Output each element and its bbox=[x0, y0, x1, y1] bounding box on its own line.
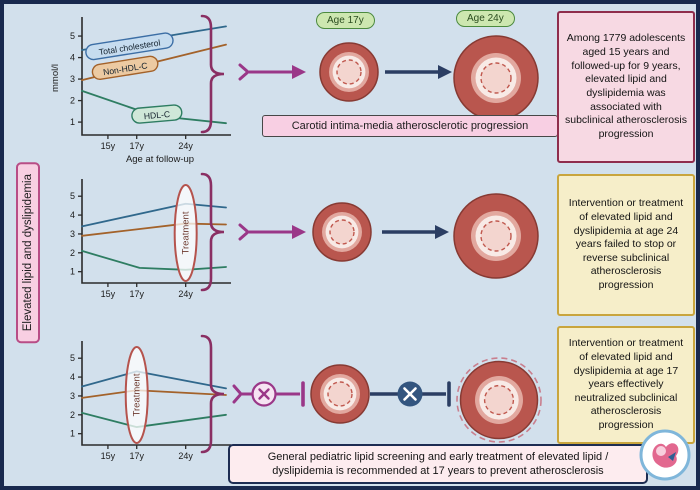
svg-text:2: 2 bbox=[70, 96, 75, 106]
svg-text:17y: 17y bbox=[129, 451, 144, 461]
conclusion-box: General pediatric lipid screening and ea… bbox=[228, 444, 648, 484]
artery-age17-row1 bbox=[319, 42, 379, 102]
svg-text:2: 2 bbox=[70, 410, 75, 420]
svg-text:4: 4 bbox=[70, 210, 75, 220]
artery-age24-row3-neutralized bbox=[456, 357, 542, 443]
svg-text:1: 1 bbox=[70, 429, 75, 439]
artery-age17-row2 bbox=[312, 202, 372, 262]
series-line bbox=[81, 250, 227, 271]
artery-age24-row1 bbox=[453, 35, 539, 121]
journal-logo bbox=[639, 429, 691, 481]
navy-arrow-row2 bbox=[382, 225, 449, 239]
artery-age17-row3 bbox=[310, 364, 370, 424]
chart-treatment-at-17: 1 2 3 4 5 15y 17y 24y Treatment bbox=[70, 341, 231, 461]
series-label-capsule: Non-HDL-C bbox=[91, 55, 159, 81]
brace-glyph bbox=[200, 14, 225, 134]
svg-text:4: 4 bbox=[70, 53, 75, 63]
svg-text:5: 5 bbox=[70, 31, 75, 41]
svg-text:5: 5 bbox=[70, 191, 75, 201]
svg-text:Age at follow-up: Age at follow-up bbox=[126, 154, 194, 165]
navy-blocked-arrow-row3 bbox=[370, 381, 451, 407]
svg-text:15y: 15y bbox=[101, 141, 116, 151]
svg-text:3: 3 bbox=[70, 74, 75, 84]
navy-arrow-row1 bbox=[385, 65, 452, 79]
curly-brace-row3 bbox=[200, 334, 225, 454]
svg-text:3: 3 bbox=[70, 391, 75, 401]
svg-text:17y: 17y bbox=[129, 141, 144, 151]
svg-text:Treatment: Treatment bbox=[181, 211, 192, 254]
purple-arrow-row2 bbox=[238, 223, 306, 241]
svg-text:5: 5 bbox=[70, 353, 75, 363]
note-box-treatment-17: Intervention or treatment of elevated li… bbox=[557, 326, 695, 444]
age-24-pill: Age 24y bbox=[456, 10, 515, 27]
treatment-ellipse bbox=[173, 184, 198, 282]
note-box-association: Among 1779 adolescents aged 15 years and… bbox=[557, 11, 695, 163]
purple-arrow-row1 bbox=[238, 63, 306, 81]
svg-text:17y: 17y bbox=[129, 289, 144, 299]
svg-text:1: 1 bbox=[70, 117, 75, 127]
series-label-capsule: HDL-C bbox=[131, 104, 183, 124]
svg-text:15y: 15y bbox=[101, 289, 116, 299]
treatment-ellipse bbox=[124, 346, 149, 444]
carotid-progression-caption: Carotid intima-media atherosclerotic pro… bbox=[262, 115, 558, 137]
svg-text:24y: 24y bbox=[178, 451, 193, 461]
svg-text:Treatment: Treatment bbox=[132, 373, 143, 416]
series-label-capsule: Total cholesterol bbox=[85, 32, 174, 61]
svg-text:2: 2 bbox=[70, 248, 75, 258]
age-17-pill: Age 17y bbox=[316, 12, 375, 29]
svg-text:HDL-C: HDL-C bbox=[143, 109, 170, 121]
axes bbox=[81, 179, 231, 284]
svg-text:4: 4 bbox=[70, 372, 75, 382]
svg-text:1: 1 bbox=[70, 267, 75, 277]
brace-glyph bbox=[200, 172, 225, 292]
svg-text:15y: 15y bbox=[101, 451, 116, 461]
axes bbox=[81, 341, 231, 446]
curly-brace-row2 bbox=[200, 172, 225, 292]
note-box-treatment-24: Intervention or treatment of elevated li… bbox=[557, 174, 695, 316]
axes bbox=[81, 17, 231, 136]
svg-text:mmol/l: mmol/l bbox=[50, 64, 61, 92]
svg-text:24y: 24y bbox=[178, 141, 193, 151]
chart-treatment-at-24: 1 2 3 4 5 15y 17y 24y Treatment bbox=[70, 179, 231, 299]
purple-blocked-arrow-row3 bbox=[232, 381, 305, 407]
curly-brace-row1 bbox=[200, 14, 225, 134]
brace-glyph bbox=[200, 334, 225, 454]
artery-age24-row2 bbox=[453, 193, 539, 279]
elevated-lipid-label: Elevated lipid and dyslipidemia bbox=[16, 162, 40, 344]
svg-text:24y: 24y bbox=[178, 289, 193, 299]
svg-text:3: 3 bbox=[70, 229, 75, 239]
